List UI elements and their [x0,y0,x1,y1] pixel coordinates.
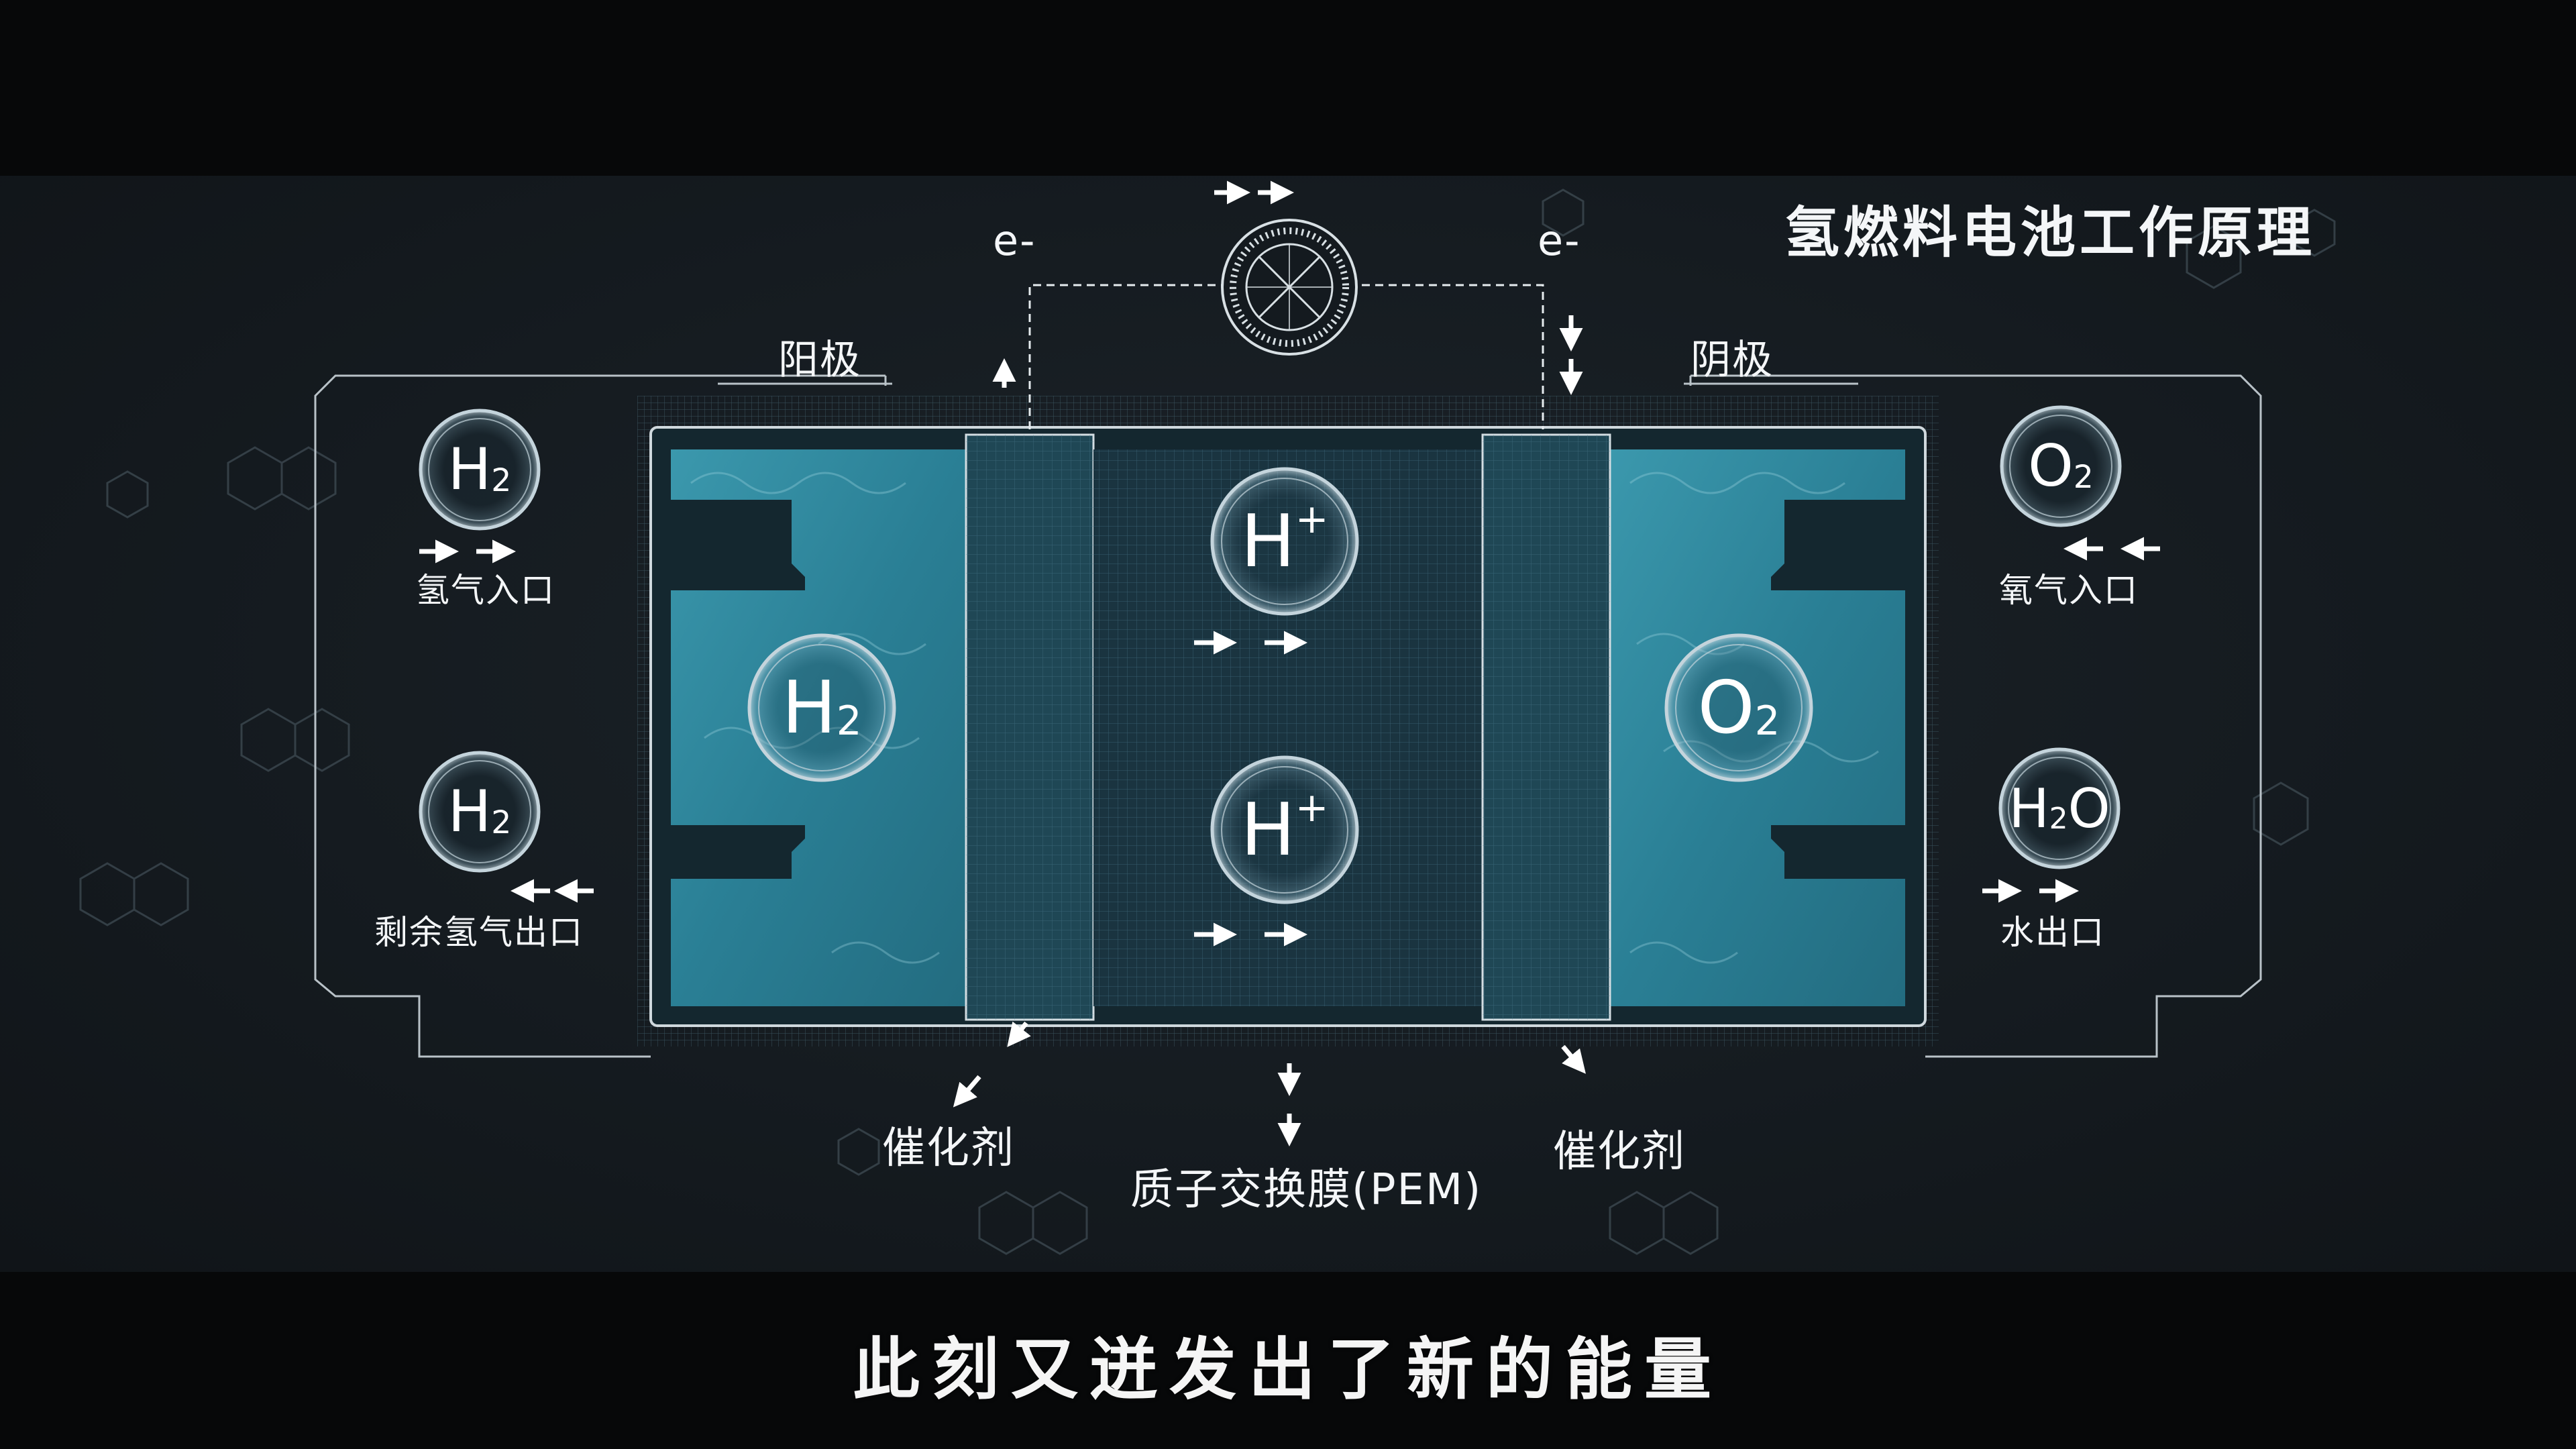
background-molecule-doodles [79,189,2336,1255]
diagram-stage [0,176,2576,1272]
flow-arrows [419,180,2160,1146]
catalyst-right-label: 催化剂 [1553,1127,1686,1177]
electron-left-label: e- [993,216,1036,265]
proton-bottom: H+ [1240,784,1329,872]
letterbox-bottom [0,1272,2576,1449]
page-title: 氢燃料电池工作原理 [1784,201,2316,265]
load-gauge-icon [1221,219,1358,356]
diagram-graphics [79,180,2336,1255]
membrane-label: 质子交换膜(PEM) [1130,1165,1483,1215]
molecule-bubbles [419,405,2122,904]
electron-right-label: e- [1538,216,1581,265]
hydrogen-inlet-label: 氢气入口 [416,571,555,610]
letterbox-top [0,0,2576,176]
hydrogen-outlet-label: 剩余氢气出口 [374,913,584,952]
proton-top: H+ [1240,496,1329,584]
oxygen-inlet-label: 氧气入口 [1999,571,2139,610]
water-outlet-label: 水出口 [2000,913,2105,952]
cathode-label: 阴极 [1690,337,1774,384]
anode-label: 阳极 [778,337,861,384]
video-subtitle: 此刻又迸发出了新的能量 [853,1330,1723,1409]
external-circuit [1028,284,1544,429]
catalyst-left-label: 催化剂 [882,1124,1015,1173]
